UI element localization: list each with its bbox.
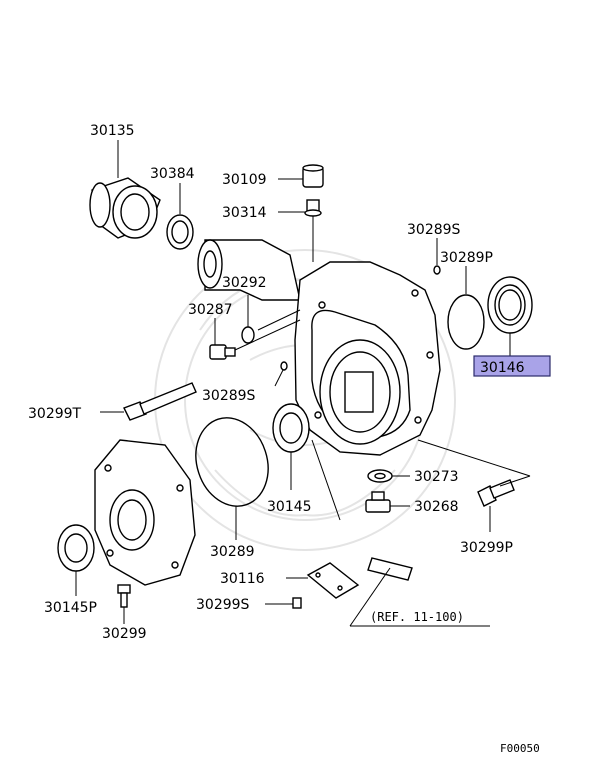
input-housing bbox=[197, 239, 301, 301]
o-ring-30289S-top bbox=[433, 238, 441, 275]
label-30289P: 30289P bbox=[440, 250, 493, 266]
seal-30145 bbox=[272, 403, 310, 490]
label-30145: 30145 bbox=[267, 499, 312, 515]
label-30299S: 30299S bbox=[196, 597, 250, 613]
callout-labels: 30135 30384 30109 30314 30289S 30289P 30… bbox=[28, 123, 551, 755]
cap-30109 bbox=[278, 164, 324, 188]
label-30299P: 30299P bbox=[460, 540, 513, 556]
plug-30287 bbox=[209, 318, 236, 360]
oil-seal-30146 bbox=[487, 276, 533, 356]
transfer-case-body bbox=[294, 261, 441, 456]
plug-30314 bbox=[278, 199, 322, 262]
washer-30273 bbox=[367, 469, 410, 483]
label-30384: 30384 bbox=[150, 166, 195, 182]
highlight-box bbox=[473, 355, 551, 377]
rear-cover bbox=[94, 439, 196, 586]
highlight-30146[interactable]: 30146 bbox=[473, 355, 551, 377]
label-30273: 30273 bbox=[414, 469, 459, 485]
label-30109: 30109 bbox=[222, 172, 267, 188]
label-30287: 30287 bbox=[188, 302, 233, 318]
label-30268: 30268 bbox=[414, 499, 459, 515]
figure-code: F00050 bbox=[500, 742, 540, 755]
bolt-30299 bbox=[117, 584, 131, 624]
washer-30292 bbox=[241, 295, 255, 344]
plug-30268 bbox=[365, 491, 410, 513]
label-30292: 30292 bbox=[222, 275, 267, 291]
label-30289S-top: 30289S bbox=[407, 222, 461, 238]
label-30289: 30289 bbox=[210, 544, 255, 560]
label-30145P: 30145P bbox=[44, 600, 97, 616]
label-30289S-mid: 30289S bbox=[202, 388, 256, 404]
screw-30299S bbox=[265, 597, 302, 609]
seal-30384 bbox=[166, 183, 194, 250]
reference-note: (REF. 11-100) bbox=[370, 610, 464, 624]
bolt-30299T bbox=[100, 382, 197, 421]
seal-30145P bbox=[57, 524, 95, 596]
reference-pointer bbox=[349, 557, 490, 627]
sleeve-30135 bbox=[89, 140, 161, 239]
gasket-ring-30289 bbox=[195, 417, 269, 540]
o-ring-30289P bbox=[447, 266, 485, 350]
label-30135: 30135 bbox=[90, 123, 135, 139]
label-30314: 30314 bbox=[222, 205, 267, 221]
o-ring-30289S-mid bbox=[274, 361, 288, 387]
bolt-30299P bbox=[477, 479, 515, 532]
label-30299T: 30299T bbox=[28, 406, 82, 422]
cover-plate-30116 bbox=[286, 439, 360, 599]
label-30299: 30299 bbox=[102, 626, 147, 642]
label-30146: 30146 bbox=[480, 360, 525, 376]
label-30116: 30116 bbox=[220, 571, 265, 587]
